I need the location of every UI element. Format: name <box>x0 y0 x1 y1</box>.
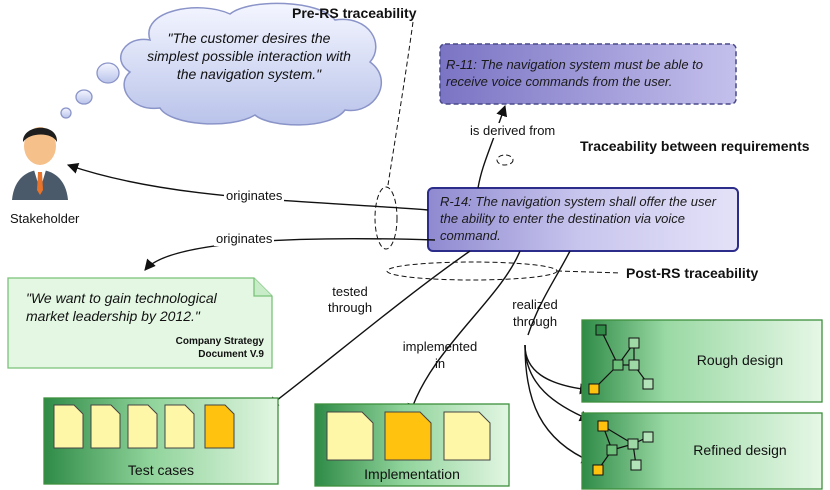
cloud-quote: "The customer desires the simplest possi… <box>147 30 351 82</box>
tested-label-line1: tested <box>332 284 368 299</box>
stakeholder-label: Stakeholder <box>10 211 80 226</box>
r14-box <box>427 187 739 252</box>
thought-cloud <box>60 2 382 126</box>
document-quote: "We want to gain technological market le… <box>26 290 217 324</box>
rough-design-caption: Rough design <box>696 352 784 368</box>
between-requirements-heading: Traceability between requirements <box>580 138 810 154</box>
document-name: Company Strategy Document V.9 <box>150 335 264 361</box>
document-name-line1: Company Strategy <box>175 336 264 347</box>
r11-text: R-11: The navigation system must be able… <box>446 57 703 89</box>
implemented-label-line2: in <box>434 356 446 371</box>
pre-rs-heading: Pre-RS traceability <box>292 5 417 21</box>
tested-label-line2: through <box>327 300 373 315</box>
test-cases-caption: Test cases <box>127 462 195 478</box>
realized-through-label: realized through <box>500 296 570 330</box>
rough-design-nodes <box>588 324 654 395</box>
strategy-document-icon <box>7 277 273 369</box>
implemented-in-label: implemented in <box>398 338 482 372</box>
r11-box <box>439 43 737 105</box>
document-name-line2: Document V.9 <box>198 349 264 360</box>
originates-document-label: originates <box>214 231 275 246</box>
traceability-markers <box>374 21 621 281</box>
refined-design-nodes <box>592 420 654 476</box>
post-rs-heading: Post-RS traceability <box>626 265 759 281</box>
refined-design-box <box>581 412 823 490</box>
stakeholder-person-icon <box>12 127 68 200</box>
realized-label-line2: through <box>512 314 558 329</box>
implemented-label-line1: implemented <box>402 339 478 354</box>
implementation-caption: Implementation <box>364 466 460 482</box>
realized-label-line1: realized <box>512 297 558 312</box>
refined-design-caption: Refined design <box>693 442 787 458</box>
tested-through-label: tested through <box>318 284 382 316</box>
derived-from-label: is derived from <box>468 123 558 138</box>
implementation-doc-icons <box>326 411 491 461</box>
originates-stakeholder-label: originates <box>224 188 285 203</box>
test-case-doc-icons <box>53 404 235 449</box>
r14-text: R-14: The navigation system shall offer … <box>440 194 717 243</box>
